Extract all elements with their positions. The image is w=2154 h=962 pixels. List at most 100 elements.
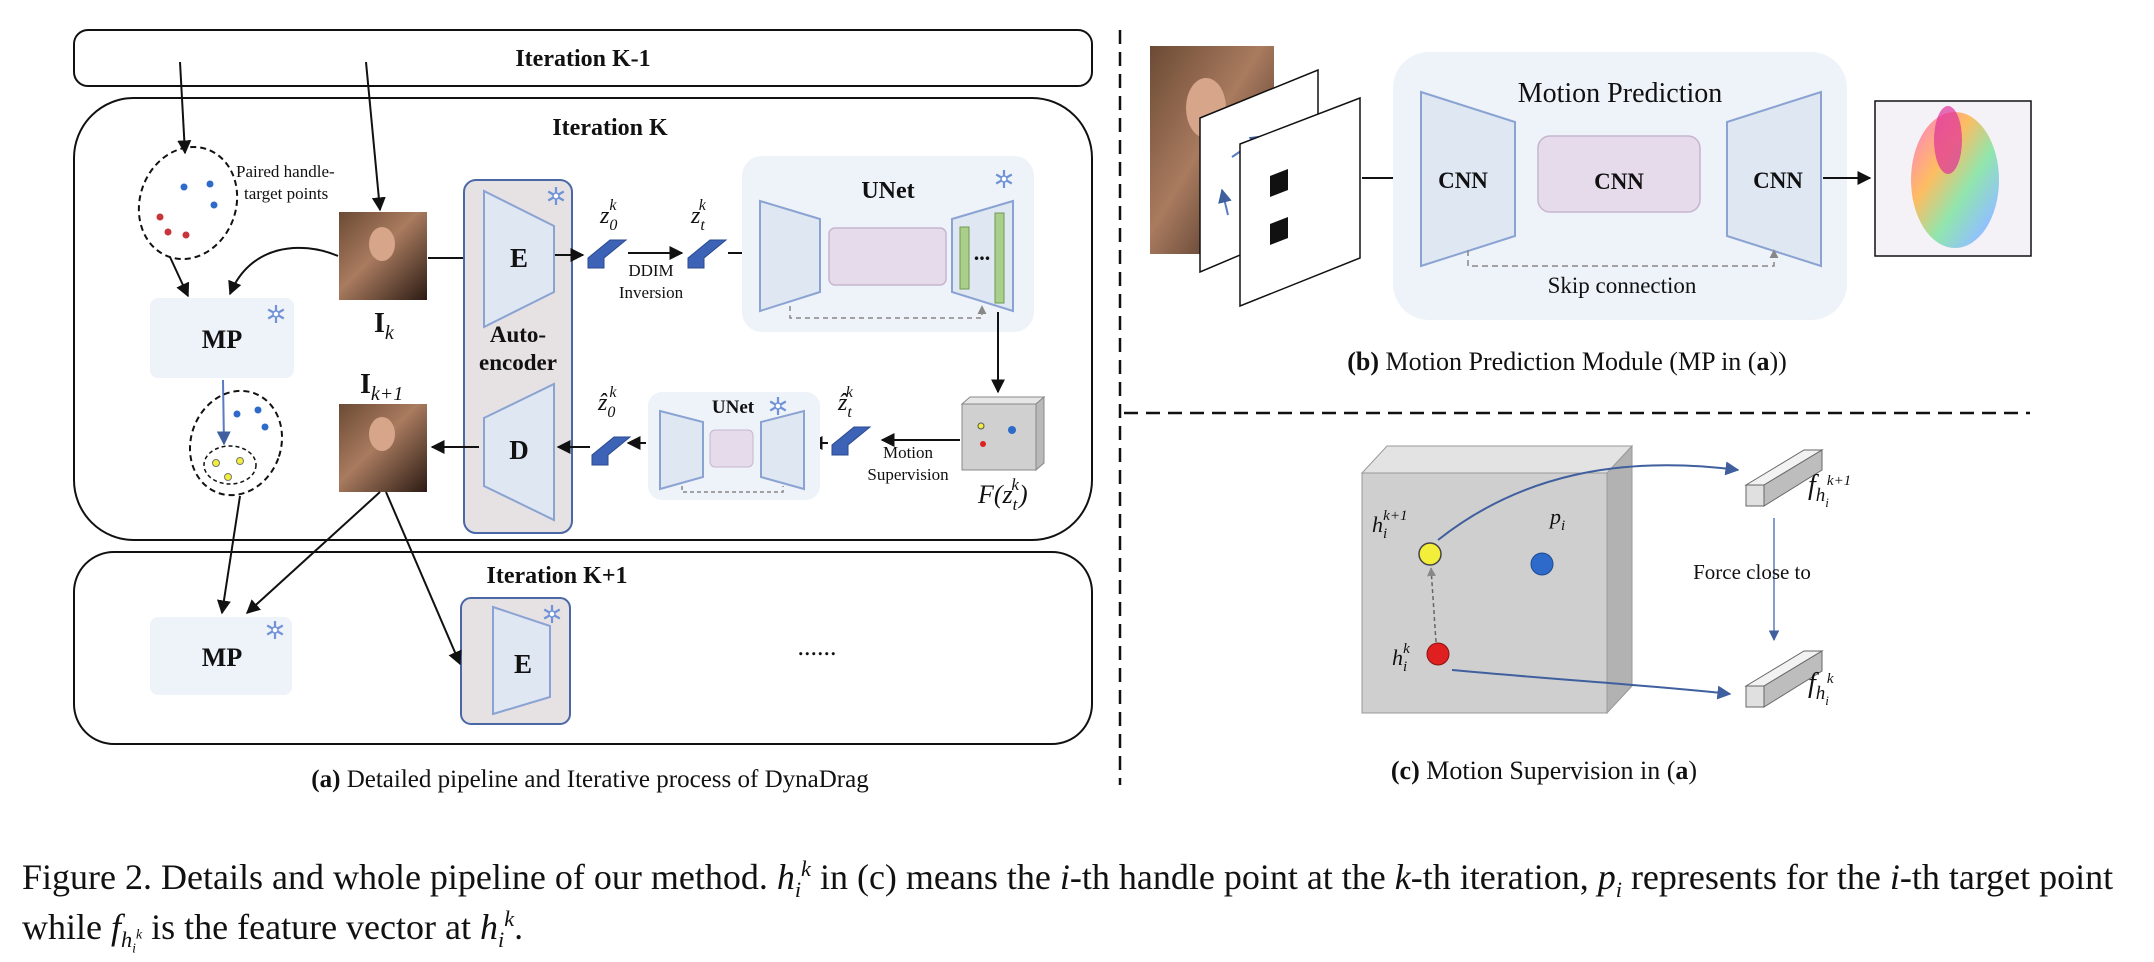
h-next-label: hik+1 <box>1372 508 1407 542</box>
feature-point-red <box>980 441 986 447</box>
h-label: hik <box>1392 641 1410 675</box>
iteration-prev-box <box>73 29 1093 87</box>
arrow-frame-to-mp-next <box>245 491 381 614</box>
flow-map-blob <box>1934 106 1962 174</box>
decoder-trapezoid <box>483 382 555 522</box>
unet-small-label: UNet <box>712 397 755 418</box>
caption-math: i <box>1889 857 1900 897</box>
frame-k-label: Ik <box>374 308 395 344</box>
caption-text: . <box>514 907 524 947</box>
encoder-trapezoid <box>483 189 555 329</box>
feature-cube-top <box>960 396 1046 405</box>
z0hat-label: ẑ0k <box>597 384 617 421</box>
mp-label-next: MP <box>202 643 243 672</box>
feature-cube-side <box>1035 395 1045 472</box>
arrow-mp-to-points <box>216 379 231 446</box>
mask-block <box>1270 169 1288 197</box>
unet-dots: ... <box>974 240 991 265</box>
target-point <box>210 201 218 209</box>
caption-text: in (c) means the <box>810 857 1060 897</box>
latent-z0 <box>587 239 628 269</box>
feature-point-blue <box>1008 426 1016 434</box>
target-point <box>1530 552 1554 576</box>
arrow-h-next-to-feature <box>1437 461 1740 541</box>
feature-point-yellow <box>977 422 985 430</box>
zt-label: ztk <box>690 197 707 234</box>
cnn-encoder-trapezoid <box>1420 90 1516 268</box>
unet-small-decoder <box>760 409 805 491</box>
handle-point <box>1426 642 1450 666</box>
feature-cube-side <box>1606 444 1633 715</box>
iteration-ellipsis: ...... <box>798 632 837 661</box>
caption-text: -th target point while <box>22 857 2114 947</box>
skip-connection-label: Skip connection <box>1548 273 1697 298</box>
caption-text: Figure 2. Details and whole pipeline of … <box>22 857 777 897</box>
paired-points-label-line1: Paired handle- <box>236 162 335 181</box>
feature-vector-front <box>1745 685 1765 708</box>
frame-k-face <box>369 227 395 261</box>
unet-small-middle <box>709 429 754 468</box>
iteration-next-box <box>73 551 1093 745</box>
cnn-right-label: CNN <box>1753 168 1803 193</box>
handle-move-line <box>1427 567 1437 643</box>
predicted-point <box>212 459 220 467</box>
caption-math: hik <box>479 906 515 953</box>
flow-map-blob <box>1911 112 1999 248</box>
caption-text: is the feature vector at <box>142 907 480 947</box>
panel-a: Iteration K-1 Iteration K Iteration K+1 … <box>73 29 1093 793</box>
ddim-label-line1: DDIM <box>628 261 673 280</box>
panel-b-caption: (b) Motion Prediction Module (MP in (a)) <box>1347 347 1787 376</box>
motion-supervision-line2: Supervision <box>867 465 949 484</box>
frame-k1-label: Ik+1 <box>360 369 403 405</box>
f-next-label: fhik+1 <box>1808 470 1851 510</box>
caption-math: fhik <box>110 907 143 956</box>
iteration-k-label: Iteration K <box>552 115 668 141</box>
target-point <box>261 423 269 431</box>
arrow-h-to-feature <box>1451 669 1732 700</box>
handle-next-point <box>1418 542 1442 566</box>
unet-skip-connection <box>789 305 987 319</box>
panel-c: hik+1 pi hik fhik+1 Force close to fhik … <box>1360 444 1851 785</box>
mp-block <box>150 298 294 378</box>
frame-k1-face <box>369 417 395 451</box>
mp-block-next <box>150 617 292 695</box>
predicted-point <box>236 457 244 465</box>
pipeline-figure: Iteration K-1 Iteration K Iteration K+1 … <box>73 29 2032 793</box>
motion-supervision-line1: Motion <box>883 443 934 462</box>
target-point <box>254 406 262 414</box>
handle-point <box>156 213 164 221</box>
arrow-frame-to-mp <box>228 246 339 296</box>
unet-small-skip <box>681 486 784 493</box>
latent-z0-hat <box>591 436 632 466</box>
unet-label: UNet <box>861 178 914 204</box>
arrow-points-to-mp-next <box>216 495 241 615</box>
autoencoder-label-line2: encoder <box>479 350 557 375</box>
f-label: fhik <box>1808 668 1834 708</box>
panel-b: Motion Prediction CNN CNN CNN Skip conne… <box>1150 46 2032 376</box>
mp-label: MP <box>202 325 243 354</box>
ddim-label-line2: Inversion <box>619 283 684 302</box>
handle-point <box>164 228 172 236</box>
target-point <box>233 410 241 418</box>
unet-feature-bar <box>994 212 1005 304</box>
handle-point <box>182 231 190 239</box>
paired-points-label-line2: target points <box>244 184 328 203</box>
caption-math: i <box>1059 857 1070 897</box>
feature-cube-front <box>961 403 1037 471</box>
unet-feature-bar <box>959 226 970 290</box>
cnn-middle-block <box>1537 135 1701 213</box>
arrow-prev-to-frame <box>365 61 386 212</box>
mask-plane <box>1239 96 1361 308</box>
predicted-inner-ellipse <box>203 445 257 485</box>
motion-prediction-title: Motion Prediction <box>1518 78 1723 109</box>
encoder-next-label: E <box>514 649 532 679</box>
p-label: pi <box>1548 504 1565 534</box>
mask-block <box>1270 217 1288 245</box>
unet-small-encoder <box>659 409 704 491</box>
force-close-label: Force close to <box>1693 560 1811 584</box>
predicted-point <box>224 473 232 481</box>
feature-cube-top <box>1360 445 1634 474</box>
zthat-label: ẑtk <box>837 384 854 421</box>
encoder-label: E <box>510 243 528 273</box>
cnn-decoder-trapezoid <box>1726 90 1822 268</box>
